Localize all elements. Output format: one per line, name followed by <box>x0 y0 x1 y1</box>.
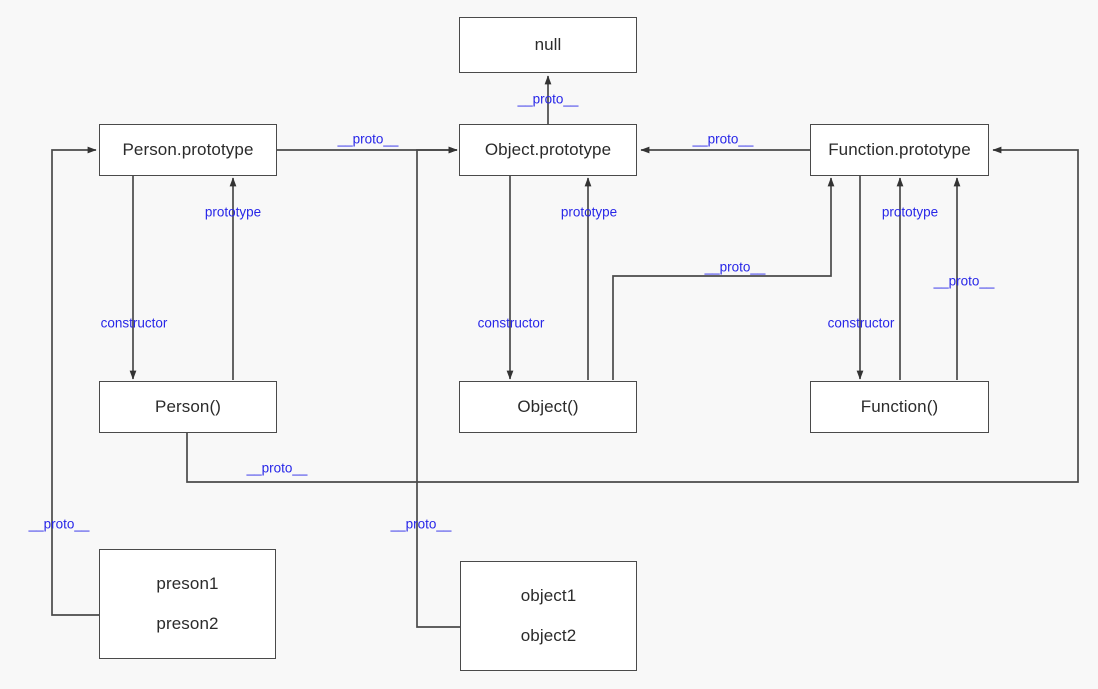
edge-label-objproto-to-null: __proto__ <box>517 91 579 107</box>
node-object-prototype[interactable]: Object.prototype <box>459 124 637 176</box>
node-object-instance-2: object2 <box>520 626 577 645</box>
node-person-prototype-label: Person.prototype <box>122 140 254 160</box>
node-person-instances[interactable]: preson1 preson2 <box>99 549 276 659</box>
edge-label-object-prototype: prototype <box>560 204 618 220</box>
node-person-constructor[interactable]: Person() <box>99 381 277 433</box>
wire-objects-proto <box>416 146 460 628</box>
edge-label-personctor-proto: __proto__ <box>246 460 308 476</box>
edge-label-functionctor-proto: __proto__ <box>933 273 995 289</box>
edge-label-person-prototype: prototype <box>204 204 262 220</box>
edge-label-objects-proto: __proto__ <box>390 516 452 532</box>
node-person-prototype[interactable]: Person.prototype <box>99 124 277 176</box>
node-function-constructor[interactable]: Function() <box>810 381 989 433</box>
edge-label-function-prototype: prototype <box>881 204 939 220</box>
node-object-prototype-label: Object.prototype <box>484 140 612 160</box>
wire-objectctor-proto <box>612 177 835 380</box>
node-object-instances[interactable]: object1 object2 <box>460 561 637 671</box>
edge-label-function-constructor: constructor <box>827 315 895 331</box>
edge-label-objectctor-proto: __proto__ <box>704 259 766 275</box>
node-person-instance-1: preson1 <box>156 574 219 594</box>
edge-label-personproto-to-objproto: __proto__ <box>337 131 399 147</box>
edge-label-presons-proto: __proto__ <box>28 516 90 532</box>
node-object-constructor[interactable]: Object() <box>459 381 637 433</box>
node-object-instance-1: object1 <box>520 586 577 606</box>
node-object-constructor-label: Object() <box>517 397 579 417</box>
node-function-prototype-label: Function.prototype <box>828 140 971 160</box>
node-person-instance-2: preson2 <box>156 614 219 633</box>
node-null-label: null <box>534 35 562 55</box>
wire-presons-proto <box>51 146 99 616</box>
edge-label-funcproto-to-objproto: __proto__ <box>692 131 754 147</box>
edge-label-person-constructor: constructor <box>100 315 168 331</box>
node-null[interactable]: null <box>459 17 637 73</box>
node-person-constructor-label: Person() <box>155 397 221 417</box>
edge-label-object-constructor: constructor <box>477 315 545 331</box>
node-function-prototype[interactable]: Function.prototype <box>810 124 989 176</box>
node-function-constructor-label: Function() <box>860 397 939 417</box>
